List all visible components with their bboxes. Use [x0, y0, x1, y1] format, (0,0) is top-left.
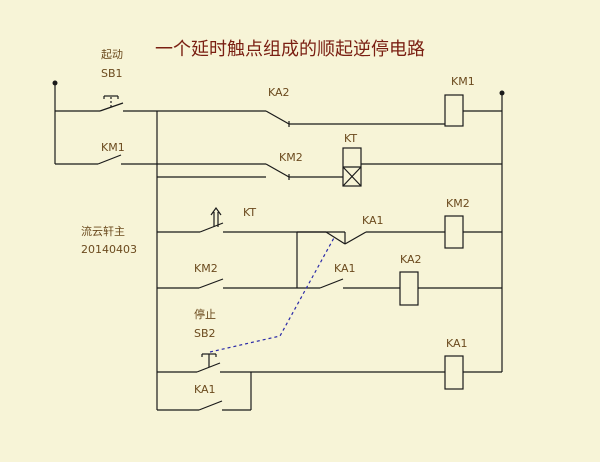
rung-km1: KA2 KM1	[55, 75, 502, 127]
contact-km2-label: KM2	[279, 151, 303, 164]
stop-button-sb2[interactable]	[196, 353, 221, 373]
contact-km2-hold-label: KM2	[194, 262, 218, 275]
coil-kt-label: KT	[344, 132, 357, 145]
start-button-name: SB1	[101, 67, 123, 80]
coil-ka2-label: KA2	[400, 253, 422, 266]
contact-km2-hold	[198, 278, 224, 289]
coil-km1	[444, 94, 464, 127]
coil-ka1	[444, 355, 464, 390]
contact-kt-timed	[199, 206, 224, 233]
contact-ka1-nc-label: KA1	[362, 214, 384, 227]
right-power-rail	[499, 90, 505, 372]
rung-km2: KT KA1 KM2	[157, 197, 502, 249]
contact-km2-series	[265, 163, 290, 180]
left-power-rail	[52, 80, 58, 164]
stop-button-name: SB2	[194, 327, 216, 340]
coil-km2-label: KM2	[446, 197, 470, 210]
contact-kt-label: KT	[243, 206, 256, 219]
contact-ka1-no-label: KA1	[334, 262, 356, 275]
mechanical-link	[209, 235, 336, 353]
contact-ka2-label: KA2	[268, 86, 290, 99]
stop-button-caption: 停止	[194, 307, 216, 321]
coil-ka2	[399, 271, 419, 306]
rung-km1-hold: KM1	[55, 141, 157, 165]
contact-ka2-series	[265, 110, 290, 125]
rung-ka2: KM2 KA1 KA2	[157, 231, 502, 306]
rung-kt: KM2 KT	[157, 132, 502, 187]
date-label: 20140403	[81, 243, 137, 256]
coil-km2	[444, 215, 464, 249]
contact-ka1-no	[319, 278, 344, 289]
contact-ka1-nc	[344, 231, 367, 245]
start-button-sb1[interactable]	[99, 95, 124, 112]
contact-km1-hold	[97, 154, 122, 165]
diagram-title: 一个延时触点组成的顺起逆停电路	[155, 39, 425, 60]
contact-km1-label: KM1	[101, 141, 125, 154]
coil-ka1-label: KA1	[446, 337, 468, 350]
contact-ka1-hold-label: KA1	[194, 383, 216, 396]
coil-km1-label: KM1	[451, 75, 475, 88]
author-label: 流云轩主	[81, 224, 125, 238]
rung-ka1: KA1 KA1	[157, 337, 502, 411]
contact-ka1-hold	[198, 400, 223, 411]
coil-kt	[342, 147, 362, 187]
start-button-caption: 起动	[101, 48, 123, 61]
